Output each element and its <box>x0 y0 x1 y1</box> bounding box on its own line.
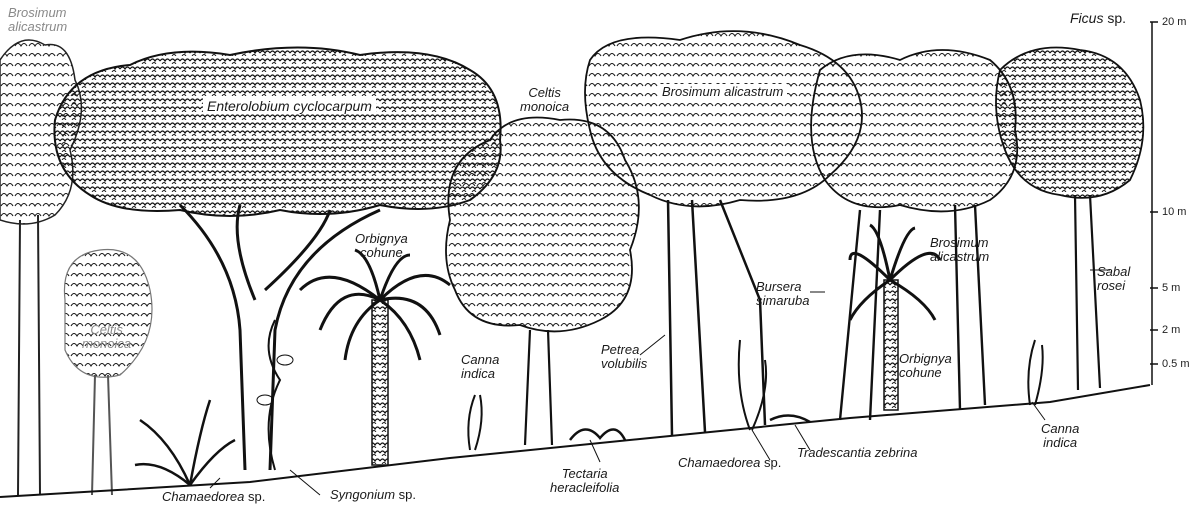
ficus-tree <box>996 48 1143 391</box>
scale-tick-20m: 20 m <box>1162 16 1186 28</box>
orbignya-palm-right <box>850 225 940 410</box>
label-ficus: Ficus sp. <box>1066 10 1130 26</box>
label-tradescantia: Tradescantia zebrina <box>797 446 917 460</box>
label-chamaedorea-left: Chamaedorea sp. <box>162 490 265 504</box>
label-leader-lines <box>210 270 1110 495</box>
tectaria-fern <box>570 429 625 440</box>
height-scale <box>1150 22 1158 385</box>
tradescantia-plant <box>770 415 810 422</box>
scale-tick-10m: 10 m <box>1162 206 1186 218</box>
scale-tick-5m: 5 m <box>1162 282 1180 294</box>
canna-plant-middle <box>468 395 481 450</box>
celtis-tree-left <box>64 250 152 496</box>
label-brosimum-top: Brosimum alicastrum <box>658 84 787 100</box>
label-chamaedorea-middle: Chamaedorea sp. <box>678 456 781 470</box>
canna-plant-right <box>1028 340 1042 405</box>
label-syngonium: Syngonium sp. <box>330 488 416 502</box>
label-enterolobium: Enterolobium cyclocarpum <box>203 98 376 114</box>
chamaedorea-plant-left <box>135 400 235 485</box>
scale-tick-2m: 2 m <box>1162 324 1180 336</box>
scale-tick-0-5m: 0.5 m <box>1162 358 1190 370</box>
orbignya-palm-left <box>300 250 450 465</box>
